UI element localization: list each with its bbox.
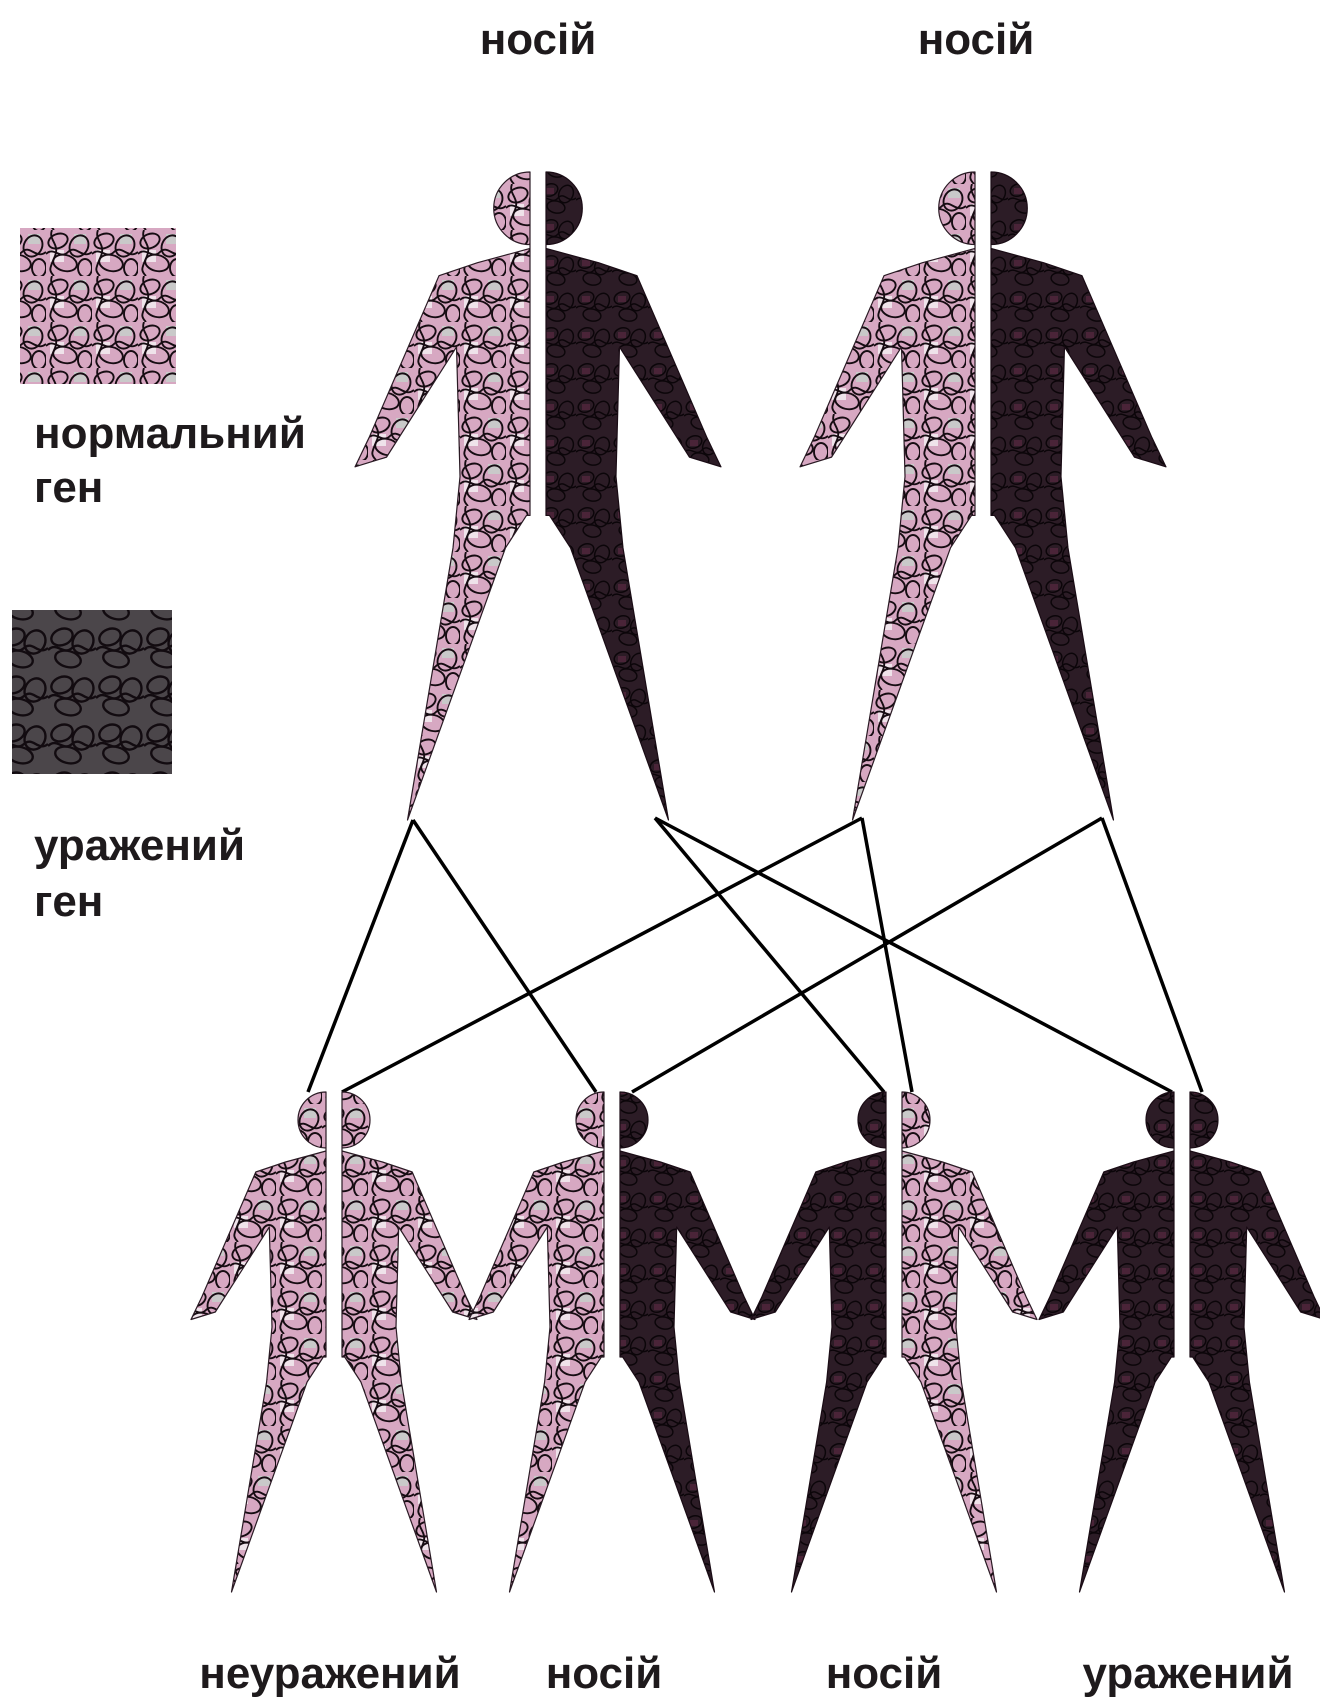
inheritance-line <box>655 818 1172 1092</box>
inheritance-line <box>655 818 884 1092</box>
parent-2-figure-left-half <box>800 172 975 820</box>
legend-affected-label-line1: уражений <box>34 822 245 870</box>
child-3-figure <box>751 1092 1037 1592</box>
inheritance-line <box>308 820 413 1092</box>
inheritance-line <box>1102 818 1202 1092</box>
inheritance-line <box>632 818 1102 1092</box>
child-4-figure-left-half <box>1039 1092 1174 1592</box>
child-3-figure-left-half <box>751 1092 886 1592</box>
legend-affected-label-line2: ген <box>34 878 103 926</box>
legend-normal-swatch <box>20 228 176 384</box>
child-1-figure-right-half <box>342 1092 477 1592</box>
child-2-figure-left-half <box>469 1092 604 1592</box>
parent-2-label: носій <box>918 16 1035 64</box>
child-2-figure-right-half <box>620 1092 755 1592</box>
inheritance-line <box>342 818 862 1092</box>
child-1-label: неуражений <box>199 1650 460 1698</box>
figures <box>191 172 1320 1592</box>
inheritance-line <box>413 820 596 1092</box>
child-4-label: уражений <box>1083 1650 1294 1698</box>
legend-normal-label-line2: ген <box>34 464 103 512</box>
parent-2-figure-right-half <box>991 172 1166 820</box>
parent-1-figure-left-half <box>355 172 530 820</box>
legend-affected-swatch <box>12 610 172 774</box>
child-2-label: носій <box>546 1650 663 1698</box>
child-3-figure-right-half <box>902 1092 1037 1592</box>
parent-1-figure-right-half <box>546 172 721 820</box>
child-2-figure <box>469 1092 755 1592</box>
child-4-figure-right-half <box>1190 1092 1320 1592</box>
inheritance-lines <box>308 818 1202 1092</box>
parent-1-label: носій <box>480 16 597 64</box>
child-4-figure <box>1039 1092 1320 1592</box>
child-3-label: носій <box>826 1650 943 1698</box>
child-1-figure-left-half <box>191 1092 326 1592</box>
parent-2-figure <box>800 172 1166 820</box>
legend-normal-label-line1: нормальний <box>34 410 306 458</box>
child-1-figure <box>191 1092 477 1592</box>
parent-1-figure <box>355 172 721 820</box>
